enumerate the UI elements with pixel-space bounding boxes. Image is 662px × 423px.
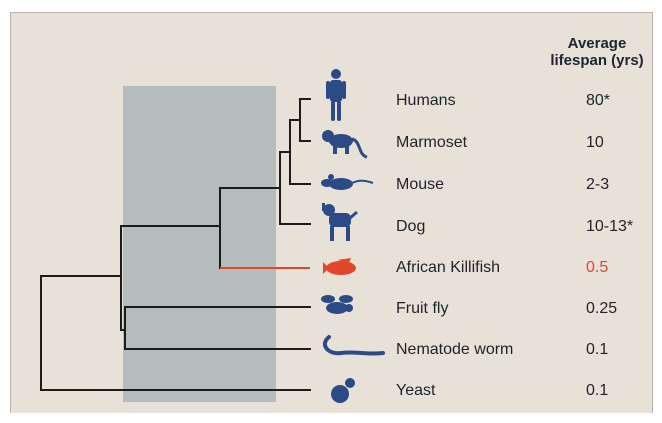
fruit-fly-icon [321,295,353,314]
shaded-time-region [123,86,276,402]
species-label-mouse: Mouse [396,176,444,194]
lifespan-header-line1: Average [537,35,653,52]
human-icon [326,69,346,121]
yeast-icon [331,378,355,403]
species-label-dog: Dog [396,218,425,236]
branch-mammals-dog [280,152,310,224]
species-label-marmoset: Marmoset [396,134,467,152]
species-label-african-killifish: African Killifish [396,259,500,277]
lifespan-value-dog: 10-13* [586,218,633,236]
branch-humans-marmoset [300,99,310,141]
lifespan-header-line2: lifespan (yrs) [537,52,653,69]
lifespan-header: Average lifespan (yrs) [537,35,653,69]
species-label-yeast: Yeast [396,382,435,400]
lifespan-value-marmoset: 10 [586,134,604,152]
lifespan-value-nematode-worm: 0.1 [586,341,608,359]
nematode-worm-icon [325,337,383,354]
species-label-nematode-worm: Nematode worm [396,341,513,359]
dog-icon [322,203,357,241]
species-label-humans: Humans [396,92,456,110]
lifespan-value-yeast: 0.1 [586,382,608,400]
species-label-fruit-fly: Fruit fly [396,300,448,318]
lifespan-value-fruit-fly: 0.25 [586,300,617,318]
phylogeny-panel: Average lifespan (yrs) Humans Marmoset M… [10,12,653,413]
lifespan-value-mouse: 2-3 [586,176,609,194]
mouse-icon [321,174,373,190]
phylogenetic-tree [11,13,652,413]
lifespan-value-humans: 80* [586,92,610,110]
marmoset-icon [322,130,367,157]
lifespan-value-african-killifish: 0.5 [586,259,608,277]
killifish-icon [323,258,356,275]
